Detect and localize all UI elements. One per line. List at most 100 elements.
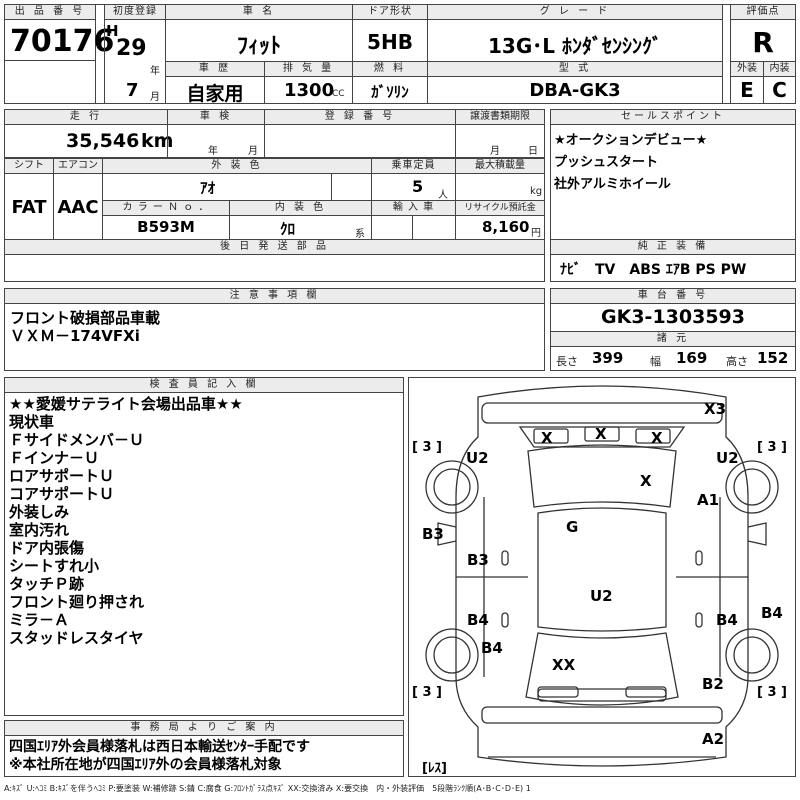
sales-points: ★オークションデビュー★ プッシュスタート 社外アルミホイール [554, 130, 707, 196]
office-cell [4, 735, 404, 777]
height: 152 [757, 349, 789, 367]
handle-right-rear [695, 612, 703, 628]
maxload-unit: kg [530, 186, 543, 197]
inspector-line: 外装しみ [9, 503, 70, 521]
caution-cell [4, 303, 545, 371]
sales-label: セールスポイント [550, 109, 796, 125]
rear-lamp-right [625, 686, 667, 698]
office-lines: 四国ｴﾘｱ外会員様落札は西日本輸送ｾﾝﾀｰ手配です ※本社所在地が四国ｴﾘｱ外の… [9, 738, 310, 774]
inspector-label: 検 査 員 記 入 欄 [4, 377, 404, 393]
mark-u2-front-right: U2 [716, 449, 739, 467]
color-extra-cell [331, 173, 372, 201]
wheel-front-right [725, 460, 779, 514]
tire-rear-left: [ 3 ] [412, 685, 442, 700]
wiper-mid [584, 426, 620, 442]
fuel-label: 燃 料 [352, 61, 428, 77]
sales-point: 社外アルミホイール [554, 177, 671, 192]
transfer-label: 譲渡書類期限 [455, 109, 545, 125]
parts-cell [4, 254, 545, 282]
width-label: 幅 [650, 355, 661, 368]
chassis-label: 車 台 番 号 [550, 288, 796, 304]
tire-front-left: [ 3 ] [412, 440, 442, 455]
windshield [518, 426, 686, 448]
mark-u2-roof: U2 [590, 587, 613, 605]
inspector-line: タッチＰ跡 [9, 575, 85, 593]
color-label: 外 装 色 [102, 158, 372, 174]
mark-x-windshield-right: X [651, 429, 663, 447]
interior-unit: 系 [355, 229, 365, 240]
int-label: 内装 [763, 61, 796, 77]
caution-lines: フロント破損部品車載 ＶＸＭ－174VFXi [10, 309, 160, 345]
lot-number: 70176 [10, 24, 115, 59]
rear-glass [525, 632, 679, 706]
inspector-cell [4, 392, 404, 716]
reg-no-label: 登 録 番 号 [264, 109, 456, 125]
interior: ｸﾛ [280, 220, 296, 238]
import-cell-a [371, 215, 413, 240]
inspector-line: ミラ－Ａ [9, 611, 70, 629]
mark-x3: X3 [704, 400, 727, 418]
office-label: 事 務 局 よ り ご 案 内 [4, 720, 404, 736]
ext-label: 外装 [730, 61, 764, 77]
score-label: 評価点 [730, 4, 796, 20]
car-body-diagram [425, 385, 779, 767]
body-outline [455, 385, 749, 767]
inspector-line: 室内汚れ [9, 521, 70, 539]
rear-plate [481, 706, 723, 724]
roof [537, 507, 667, 632]
inspector-line: 現状車 [9, 413, 55, 431]
caution-line: ＶＸＭ－174VFXi [10, 327, 140, 345]
score: R [752, 26, 774, 59]
history: 自家用 [186, 83, 244, 105]
front-bumper [481, 402, 723, 424]
insp-month-unit: 月 [248, 146, 258, 157]
capacity: 5 [412, 177, 424, 196]
int-cell [763, 76, 796, 104]
lot-blank-cell [4, 60, 96, 104]
grade: 13G･L ﾎﾝﾀﾞｾﾝｼﾝｸﾞ [488, 34, 662, 58]
mileage: 35,546 [66, 130, 140, 152]
handle-left-front [501, 550, 509, 566]
transfer-cell [455, 124, 545, 158]
color-cell [102, 173, 332, 201]
hood [527, 444, 677, 508]
fuel: ｶﾞｿﾘﾝ [371, 83, 409, 101]
mark-b2: B2 [702, 675, 724, 693]
legend: A:ｷｽﾞ U:ﾍｺﾐ B:ｷｽﾞを伴うﾍｺﾐ P:要塗装 W:補修跡 S:錆 … [4, 784, 531, 793]
office-line: ※本社所在地が四国ｴﾘｱ外の会員様落札対象 [9, 757, 282, 773]
mirror-right [747, 522, 767, 546]
spec-cell [550, 346, 796, 371]
wheel-rear-left [425, 628, 479, 682]
wheel-front-right-inner [733, 468, 771, 506]
capacity-unit: 人 [438, 190, 448, 201]
mark-b3-left: B3 [422, 525, 444, 543]
equip-cell [550, 254, 796, 282]
recycle: 8,160 [482, 218, 530, 236]
tire-front-right: [ 3 ] [757, 440, 787, 455]
interior-cell [229, 215, 372, 240]
insp-year-unit: 年 [208, 146, 218, 157]
color: ｱｵ [200, 179, 216, 197]
inspector-line: ロアサポートＵ [9, 467, 115, 485]
mark-b4-right: B4 [761, 604, 783, 622]
shift: FAT [11, 197, 47, 218]
wheel-rear-right-inner [733, 636, 771, 674]
mark-x-windshield-left: X [541, 429, 553, 447]
recycle-label: リサイクル預託金 [455, 200, 545, 216]
spare-tire: [ﾚｽ] [422, 761, 447, 776]
inspection-label: 車 検 [167, 109, 265, 125]
import-label: 輸 入 車 [371, 200, 456, 216]
inspector-line: フロント廻り押され [9, 593, 145, 611]
inspector-line: ドア内張傷 [9, 539, 85, 557]
model-label: 型 式 [427, 61, 723, 77]
chassis-number: GK3-1303593 [601, 306, 745, 328]
sales-point: ★オークションデビュー★ [554, 133, 708, 148]
displacement: 1300 [284, 80, 335, 101]
parts-label: 後 日 発 送 部 品 [4, 239, 545, 255]
ac-label: エアコン [53, 158, 103, 174]
mileage-unit: km [141, 130, 174, 152]
sales-point: プッシュスタート [554, 155, 659, 170]
equip-label: 純 正 装 備 [550, 239, 796, 255]
tire-rear-right: [ 3 ] [757, 685, 787, 700]
reg-month-unit: 月 [150, 92, 160, 103]
